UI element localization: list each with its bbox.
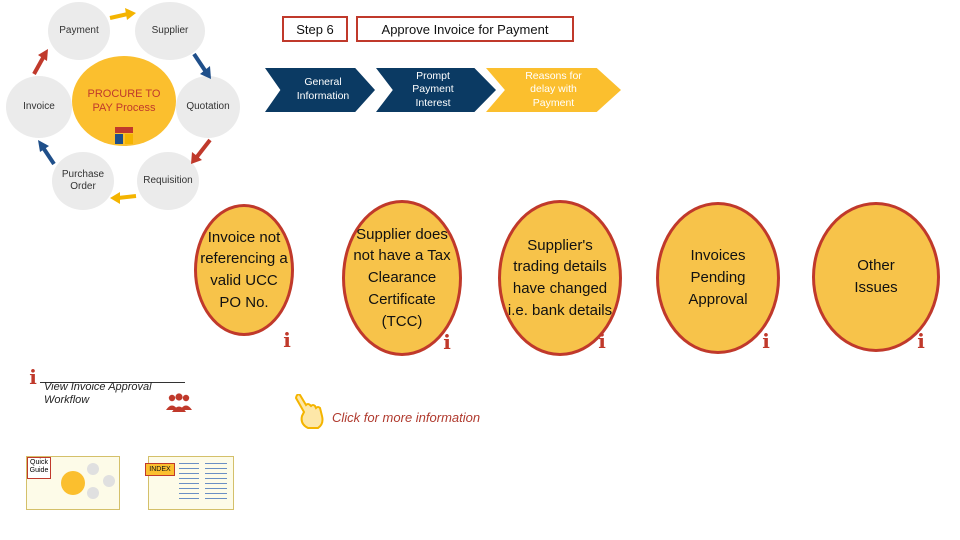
chevron-reasons-for-delay[interactable]: Reasons for delay with Payment: [486, 68, 621, 112]
issue-invoices-pending-approval[interactable]: Invoices Pending Approval: [656, 202, 780, 354]
view-invoice-approval-workflow-link[interactable]: View Invoice Approval Workflow: [44, 381, 152, 406]
logo-crest-icon: [115, 127, 133, 144]
cycle-node-invoice[interactable]: Invoice: [6, 76, 72, 138]
index-preview-lines: [179, 463, 199, 501]
index-thumbnail[interactable]: INDEX: [145, 456, 234, 510]
quick-guide-preview-node: [87, 463, 99, 475]
arrow-icon: [38, 140, 56, 166]
people-icon[interactable]: [166, 393, 192, 413]
quick-guide-preview-node: [103, 475, 115, 487]
quick-guide-preview-circle: [61, 471, 85, 495]
workflow-link-underline: [40, 382, 185, 383]
chevron-prompt-payment-interest[interactable]: Prompt Payment Interest: [376, 68, 496, 112]
arrow-icon: [32, 49, 48, 75]
quick-guide-label: Quick Guide: [27, 457, 51, 479]
info-icon[interactable]: i: [917, 329, 925, 353]
info-icon[interactable]: i: [762, 329, 770, 353]
info-icon[interactable]: i: [29, 365, 37, 389]
arrow-icon: [191, 138, 212, 164]
info-icon[interactable]: i: [283, 328, 291, 352]
cycle-node-quotation[interactable]: Quotation: [176, 76, 240, 138]
quick-guide-preview-node: [87, 487, 99, 499]
issue-other-issues[interactable]: Other Issues: [812, 202, 940, 352]
issue-invoice-not-referencing-po[interactable]: Invoice not referencing a valid UCC PO N…: [194, 204, 294, 336]
index-label: INDEX: [145, 463, 175, 476]
pointing-hand-icon[interactable]: [292, 394, 328, 432]
arrow-icon: [109, 8, 136, 20]
step-label: Step 6: [282, 16, 348, 42]
index-preview-lines: [205, 463, 227, 501]
click-for-more-information-link[interactable]: Click for more information: [332, 410, 481, 425]
cycle-node-payment[interactable]: Payment: [48, 2, 110, 60]
arrow-icon: [110, 192, 137, 204]
cycle-node-supplier[interactable]: Supplier: [135, 2, 205, 60]
quick-guide-thumbnail[interactable]: Quick Guide: [26, 456, 120, 510]
step-title: Approve Invoice for Payment: [356, 16, 574, 42]
arrow-icon: [192, 52, 211, 79]
info-icon[interactable]: i: [443, 330, 451, 354]
cycle-node-purchase-order[interactable]: Purchase Order: [52, 152, 114, 210]
issue-supplier-trading-details-changed[interactable]: Supplier's trading details have changed …: [498, 200, 622, 356]
chevron-general-information[interactable]: General Information: [265, 68, 375, 112]
issue-supplier-no-tcc[interactable]: Supplier does not have a Tax Clearance C…: [342, 200, 462, 356]
cycle-node-requisition[interactable]: Requisition: [137, 152, 199, 210]
info-icon[interactable]: i: [598, 329, 606, 353]
cycle-arrows: [32, 8, 212, 204]
